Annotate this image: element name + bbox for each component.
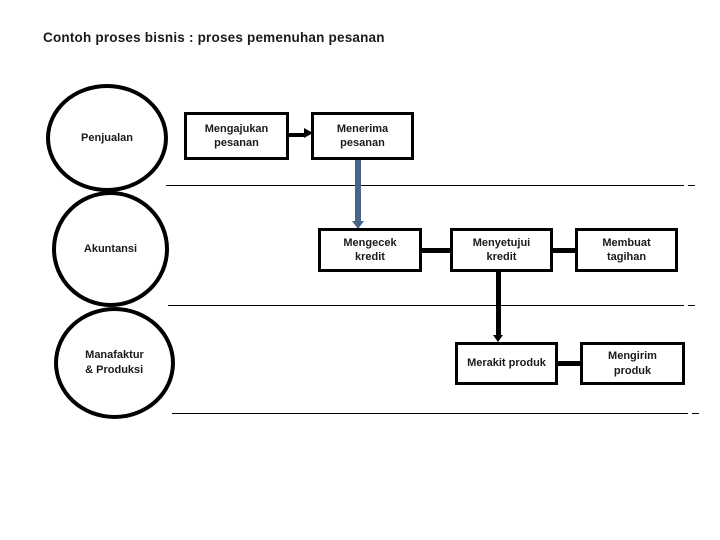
step-label: Mengecek kredit	[343, 236, 397, 263]
lane-separator-3	[172, 413, 688, 414]
lane-separator-2	[168, 305, 684, 306]
lane-separator-2-dash	[688, 305, 695, 306]
lane-circle-manufaktur-produksi: Manafaktur & Produksi	[54, 307, 175, 419]
step-mengecek-kredit: Mengecek kredit	[318, 228, 422, 272]
step-menyetujui-kredit: Menyetujui kredit	[450, 228, 553, 272]
step-menerima-pesanan: Menerima pesanan	[311, 112, 414, 160]
connector-menerima-to-mengecek	[355, 160, 361, 222]
step-merakit-produk: Merakit produk	[455, 342, 558, 385]
step-label: Mengajukan pesanan	[204, 122, 269, 149]
lane-separator-1	[166, 185, 684, 186]
connector-menyetujui-to-merakit	[496, 272, 501, 336]
lane-separator-1-dash	[688, 185, 695, 186]
page-title: Contoh proses bisnis : proses pemenuhan …	[43, 30, 385, 45]
step-membuat-tagihan: Membuat tagihan	[575, 228, 678, 272]
arrowhead-right-icon	[304, 128, 313, 138]
lane-circle-penjualan: Penjualan	[46, 84, 168, 192]
lane-circle-akuntansi: Akuntansi	[52, 191, 169, 307]
step-label: Merakit produk	[467, 357, 546, 370]
lane-label-penjualan: Penjualan	[81, 131, 133, 144]
arrowhead-down-icon	[493, 335, 503, 342]
arrowhead-down-icon	[352, 221, 364, 229]
step-label: Menyetujui kredit	[472, 236, 531, 263]
connector-menyetujui-to-membuat	[553, 248, 575, 253]
lane-label-manufaktur-produksi: Manafaktur & Produksi	[85, 349, 144, 376]
step-mengirim-produk: Mengirim produk	[580, 342, 685, 385]
lane-label-akuntansi: Akuntansi	[83, 242, 138, 255]
lane-separator-3-dash	[692, 413, 699, 414]
step-label: Menerima pesanan	[336, 122, 389, 149]
step-label: Mengirim produk	[608, 350, 657, 377]
connector-merakit-to-mengirim	[558, 361, 580, 366]
step-mengajukan-pesanan: Mengajukan pesanan	[184, 112, 289, 160]
step-label: Membuat tagihan	[602, 236, 651, 263]
connector-mengecek-to-menyetujui	[422, 248, 450, 253]
connector-mengajukan-to-menerima	[289, 133, 306, 137]
